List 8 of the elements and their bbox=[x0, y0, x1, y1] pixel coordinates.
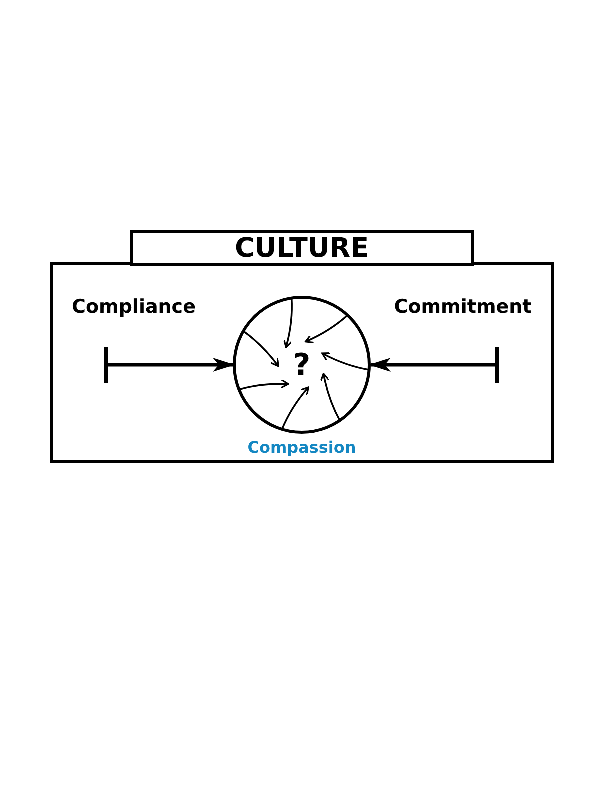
title-box: CULTURE bbox=[130, 230, 474, 266]
arrow bbox=[104, 347, 235, 383]
arrow bbox=[369, 347, 500, 383]
caption-text: Compassion bbox=[246, 438, 358, 457]
question-mark-text: ? bbox=[293, 348, 311, 382]
label-text: Compliance bbox=[71, 296, 197, 318]
culture-frame bbox=[50, 262, 554, 463]
label-text: Commitment bbox=[393, 296, 533, 318]
